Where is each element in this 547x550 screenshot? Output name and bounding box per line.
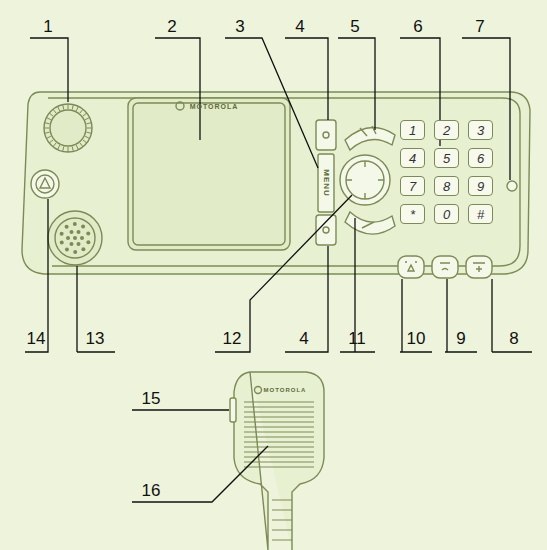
callout-number: 4 [295, 18, 304, 35]
key-label: 7 [409, 180, 416, 193]
brand-logo: MOTOROLA [264, 387, 307, 393]
keypad-key: 1 [400, 120, 425, 140]
keypad-key: 8 [434, 176, 459, 196]
key-label: 3 [477, 124, 484, 137]
callout-number: 5 [350, 18, 359, 35]
callout-number: 11 [348, 330, 366, 347]
key-label: 8 [443, 180, 450, 193]
callout-number: 7 [475, 18, 484, 35]
callout-number: 6 [413, 18, 422, 35]
keypad-key: 7 [400, 176, 425, 196]
key-label: 1 [409, 124, 416, 137]
keypad-key: 6 [468, 148, 493, 168]
callout-number: 9 [456, 330, 465, 347]
key-label: 6 [477, 152, 484, 165]
key-label: 2 [443, 124, 450, 137]
keypad-key: 0 [434, 204, 459, 224]
callout-number: 8 [509, 330, 518, 347]
keypad-key: 9 [468, 176, 493, 196]
key-label: 5 [443, 152, 450, 165]
key-label: 0 [443, 208, 450, 221]
callout-number: 15 [142, 390, 161, 407]
menu-label: MENU [322, 169, 330, 197]
keypad-key: * [400, 204, 425, 224]
callout-number: 3 [235, 18, 244, 35]
callout-number: 16 [142, 482, 161, 499]
callout-number: 12 [223, 330, 242, 347]
callout-number: 4 [299, 330, 308, 347]
keypad-key: 3 [468, 120, 493, 140]
brand-logo: MOTOROLA [190, 103, 239, 110]
keypad-key: 4 [400, 148, 425, 168]
callout-number: 13 [86, 330, 105, 347]
key-label: * [410, 208, 415, 221]
callout-number: 10 [407, 330, 426, 347]
callout-number: 2 [167, 18, 176, 35]
keypad-key: 2 [434, 120, 459, 140]
callout-number: 14 [27, 330, 46, 347]
key-label: # [477, 208, 484, 221]
keypad-key: # [468, 204, 493, 224]
callout-number: 1 [43, 18, 52, 35]
keypad-key: 5 [434, 148, 459, 168]
key-label: 9 [477, 180, 484, 193]
key-label: 4 [409, 152, 416, 165]
